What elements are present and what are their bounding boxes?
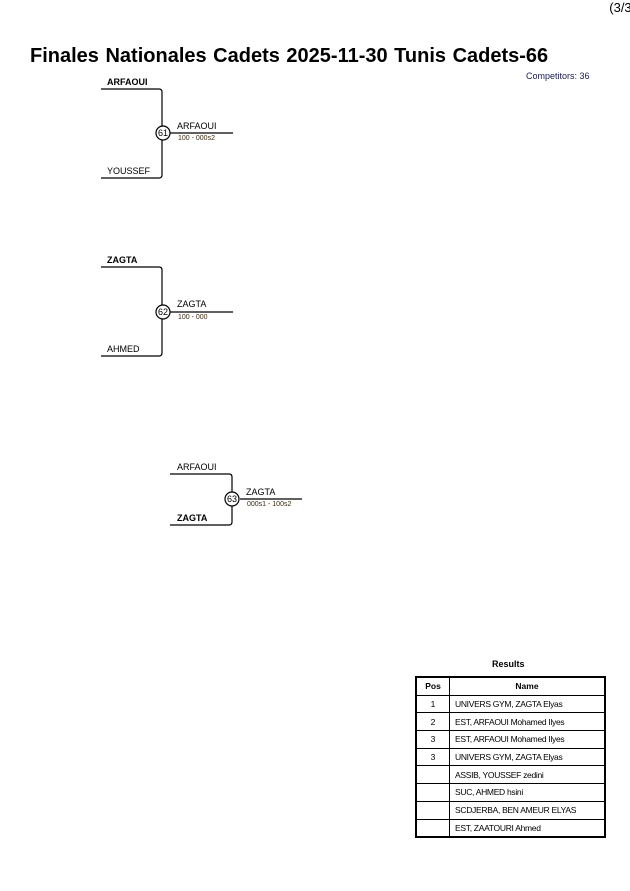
result-pos (415, 818, 450, 838)
result-pos (415, 783, 450, 802)
results-title: Results (492, 659, 525, 669)
result-pos: 3 (415, 747, 450, 767)
bracket-62 (101, 266, 163, 357)
page-title: Finales Nationales Cadets 2025-11-30 Tun… (30, 45, 549, 67)
competitor-top: ARFAOUI (177, 462, 217, 472)
column-header-pos: Pos (415, 676, 450, 696)
table-row: SCDJERBA, BEN AMEUR ELYAS (415, 800, 606, 820)
competitor-bottom: YOUSSEF (107, 166, 151, 176)
table-row: ASSIB, YOUSSEF zedini (415, 765, 606, 785)
match-circle-63 (224, 491, 240, 507)
table-header-row: Pos Name (415, 676, 606, 696)
competitors-count: Competitors: 36 (526, 71, 590, 81)
match-number: 63 (226, 494, 237, 504)
result-name: UNIVERS GYM, ZAGTA Elyas (449, 694, 606, 714)
result-name: SCDJERBA, BEN AMEUR ELYAS (449, 800, 606, 820)
result-pos (415, 800, 450, 820)
match-number: 61 (157, 128, 168, 138)
match-score: 100 - 000 (178, 314, 208, 321)
result-pos (415, 765, 450, 785)
result-pos: 1 (415, 694, 450, 714)
result-name: UNIVERS GYM, ZAGTA Elyas (449, 747, 606, 767)
table-row: SUC, AHMED hsini (415, 783, 606, 802)
result-name: EST, ARFAOUI Mohamed Ilyes (449, 712, 606, 732)
table-row: EST, ZAATOURI Ahmed (415, 818, 606, 838)
result-pos: 2 (415, 712, 450, 732)
competitor-bottom: ZAGTA (177, 513, 208, 523)
result-pos: 3 (415, 730, 450, 749)
competitor-bottom: AHMED (107, 344, 140, 354)
result-name: EST, ZAATOURI Ahmed (449, 818, 606, 838)
match-score: 000s1 - 100s2 (247, 501, 292, 508)
match-winner: ARFAOUI (177, 121, 217, 131)
match-number: 62 (157, 307, 168, 317)
match-circle-62 (155, 304, 171, 320)
result-name: SUC, AHMED hsini (449, 783, 606, 802)
match-winner: ZAGTA (177, 299, 207, 309)
match-winner: ZAGTA (246, 487, 276, 497)
match-circle-61 (155, 125, 171, 141)
page-number: (3/3) (609, 0, 630, 15)
match-score: 100 - 000s2 (178, 135, 215, 142)
competitor-top: ZAGTA (107, 255, 138, 265)
result-name: ASSIB, YOUSSEF zedini (449, 765, 606, 785)
column-header-name: Name (449, 676, 606, 696)
competitor-top: ARFAOUI (107, 77, 148, 87)
result-name: EST, ARFAOUI Mohamed Ilyes (449, 730, 606, 749)
bracket-61 (101, 88, 163, 179)
